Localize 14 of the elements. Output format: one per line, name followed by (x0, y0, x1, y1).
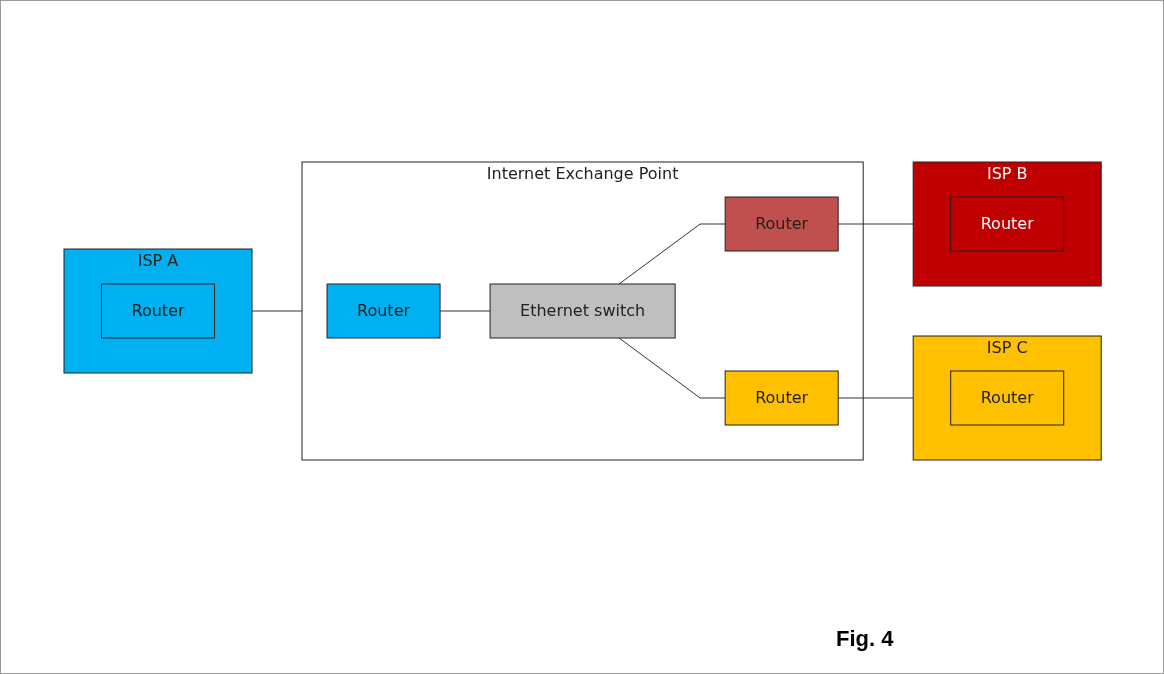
connector (619, 337, 727, 399)
connector (251, 310, 303, 312)
node-box: Router (950, 196, 1065, 252)
node-box: Router (326, 283, 441, 339)
connector (838, 397, 915, 399)
node-box: Router (101, 283, 216, 339)
node-box: Router (725, 370, 840, 426)
connector (439, 310, 491, 312)
connector (619, 223, 727, 285)
connector (838, 223, 915, 225)
node-box: Router (725, 196, 840, 252)
node-box: Router (950, 370, 1065, 426)
figure-label: Fig. 4 (836, 626, 894, 652)
node-box: Ethernet switch (489, 283, 677, 339)
